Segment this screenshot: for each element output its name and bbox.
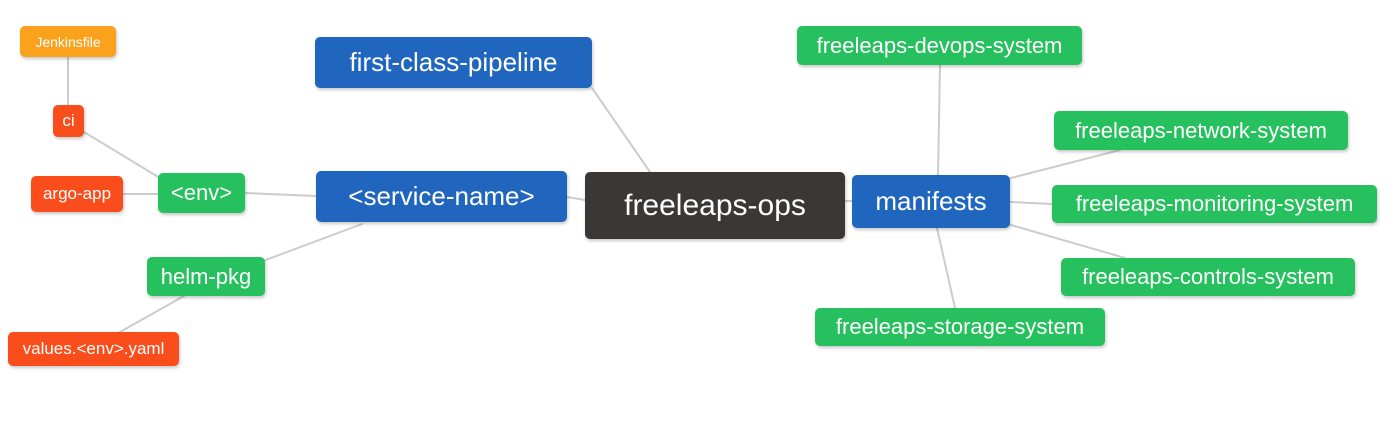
node-network-system[interactable]: freeleaps-network-system [1054,111,1348,150]
node-first-class-pipeline[interactable]: first-class-pipeline [315,37,592,88]
edge-manifests-controls-system [1010,224,1126,259]
node-values-env-yaml[interactable]: values.<env>.yaml [8,332,179,366]
edge-first-class-pipeline-root [591,87,651,173]
edge-manifests-monitoring-system [1010,201,1053,205]
node-argo-app[interactable]: argo-app [31,176,123,212]
node-freeleaps-ops-root[interactable]: freeleaps-ops [585,172,845,239]
edge-manifests-storage-system [936,227,956,309]
edge-manifests-devops-system [937,64,941,176]
node-storage-system[interactable]: freeleaps-storage-system [815,308,1105,346]
node-service-name[interactable]: <service-name> [316,171,567,222]
node-devops-system[interactable]: freeleaps-devops-system [797,26,1082,65]
edge-manifests-network-system [1010,149,1121,179]
node-helm-pkg[interactable]: helm-pkg [147,257,265,296]
edge-values-helm-pkg [119,295,185,333]
node-monitoring-system[interactable]: freeleaps-monitoring-system [1052,185,1377,223]
node-ci[interactable]: ci [53,105,84,137]
edge-env-service-name [244,192,317,197]
node-env[interactable]: <env> [158,173,245,213]
node-controls-system[interactable]: freeleaps-controls-system [1061,258,1355,296]
edge-service-name-root [566,196,586,201]
node-jenkinsfile[interactable]: Jenkinsfile [20,26,116,57]
edge-helm-pkg-service-name [262,223,363,262]
node-manifests[interactable]: manifests [852,175,1010,228]
edge-ci-env [83,131,161,179]
